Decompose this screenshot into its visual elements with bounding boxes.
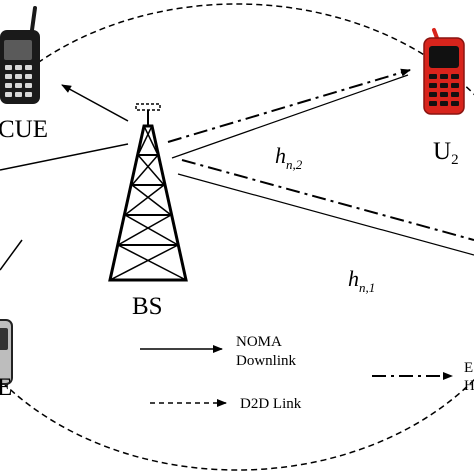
cell-boundary xyxy=(0,3,474,471)
cell-tower-icon xyxy=(108,103,188,282)
lower-left-user-label: E xyxy=(0,374,12,401)
noma-link-to-cue xyxy=(61,84,129,122)
gray-mobile-phone-icon xyxy=(0,319,13,385)
red-mobile-phone-icon xyxy=(423,28,465,115)
channel-h-n1-main: h xyxy=(348,266,359,291)
channel-h-n1-sub: n,1 xyxy=(359,280,375,295)
noma-link-to-u2 xyxy=(171,74,409,159)
u2-label-main: U xyxy=(433,138,451,165)
legend-eh-label-line2: H xyxy=(464,378,474,394)
legend-noma-label-line2: Downlink xyxy=(236,353,297,369)
u2-label: U2 xyxy=(433,138,459,168)
bs-label: BS xyxy=(132,293,163,320)
u2-label-sub: 2 xyxy=(451,152,459,168)
black-mobile-phone-icon xyxy=(0,6,40,104)
legend-noma-label-line1: NOMA xyxy=(236,334,282,350)
eh-link-to-u1 xyxy=(181,159,474,241)
channel-h-n2-main: h xyxy=(275,143,286,168)
channel-h-n1-label: hn,1 xyxy=(348,266,375,295)
cue-label: CUE xyxy=(0,116,48,143)
noma-link-lower-left xyxy=(0,239,23,271)
eh-link-to-u2 xyxy=(167,68,411,143)
channel-h-n2-label: hn,2 xyxy=(275,143,303,172)
legend-d2d-label: D2D Link xyxy=(240,396,302,412)
noma-link-left xyxy=(0,143,129,171)
legend-eh-label-line1: E xyxy=(464,360,473,376)
legend: NOMA Downlink D2D Link E H xyxy=(140,334,474,412)
noma-link-to-u1 xyxy=(177,173,474,256)
channel-h-n2-sub: n,2 xyxy=(286,157,303,172)
